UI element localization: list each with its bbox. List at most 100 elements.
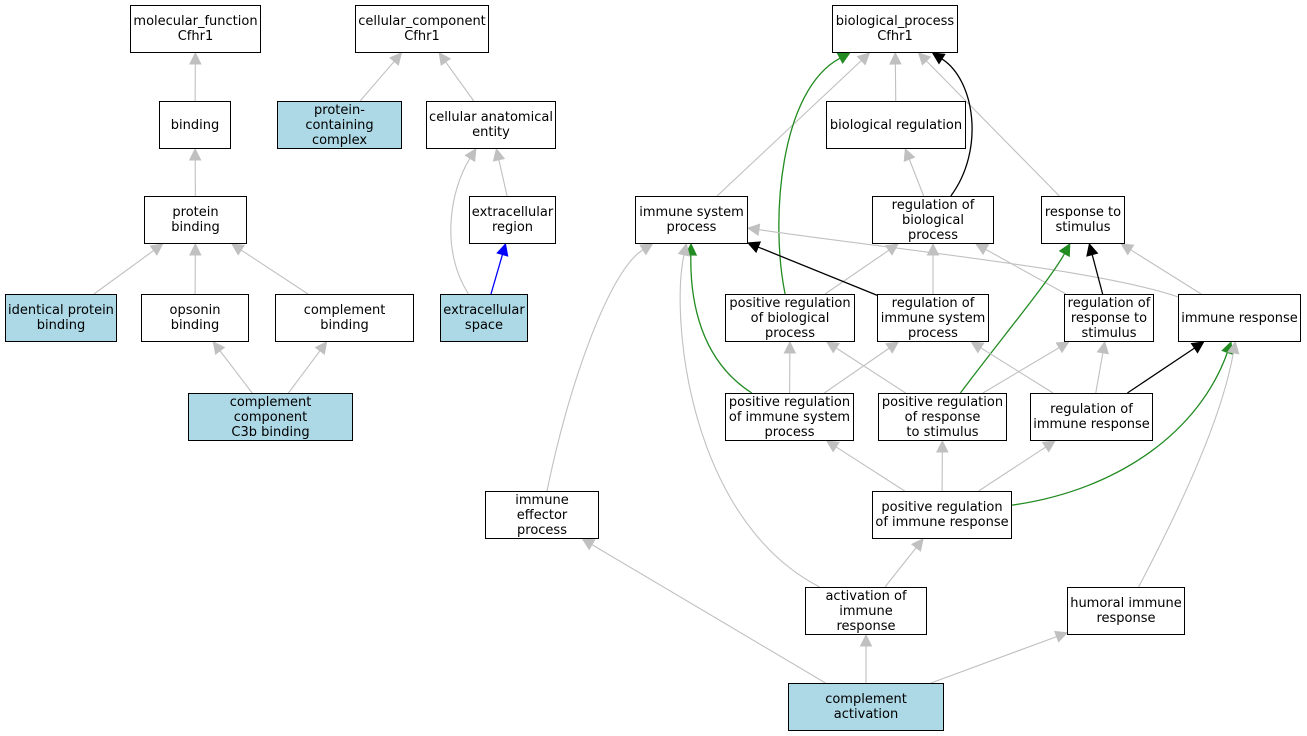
edge-isp-to-bp [716,60,862,197]
arrowhead-prrs-to-rts [1058,243,1071,258]
arrowhead-pcc-to-cc [389,52,403,66]
edge-cb-to-pb [240,249,309,295]
arrowhead-prir-to-rir [1041,440,1056,453]
edge-prbp-to-bp [778,57,841,295]
arrowhead-c3b-to-ob [212,341,226,355]
edge-ca-to-hir [930,636,1057,684]
node-binding[interactable]: binding [159,101,231,149]
node-cc[interactable]: cellular_component Cfhr1 [355,5,489,53]
node-pcc[interactable]: protein-containing complex [277,101,402,149]
arrowhead-rir-to-risp [970,341,985,354]
edge-prir-to-prisp [835,446,905,492]
node-cae[interactable]: cellular anatomical entity [426,101,556,149]
arrowhead-cae-to-cc [438,52,452,67]
arrowhead-prbp-to-bp [836,52,851,64]
arrowhead-ir-to-rts [1120,243,1135,256]
node-ipb[interactable]: identical protein binding [5,294,117,342]
edge-ir-to-rts [1130,249,1202,295]
arrowhead-rts-to-bp [917,52,932,66]
arrowhead-ob-to-pb [189,242,202,256]
node-prisp[interactable]: positive regulation of immune system pro… [725,393,854,441]
node-bp[interactable]: biological_process Cfhr1 [832,5,958,53]
edge-hir-to-ir [1138,352,1234,588]
arrowhead-cb-to-pb [231,243,246,256]
edge-ecr-to-cae [498,159,508,197]
edge-risp-to-isp [757,246,878,296]
edge-air-to-prir [884,547,917,588]
node-hir[interactable]: humoral immune response [1067,587,1185,635]
edge-prrs-to-rts [959,253,1066,394]
arrowhead-prir-to-prisp [825,440,840,453]
node-ecr[interactable]: extracellular region [469,196,556,244]
arrowhead-ecr-to-cae [492,147,506,162]
edge-c3b-to-ob [219,350,253,394]
arrowhead-isp-to-bp [856,52,871,66]
edge-pcc-to-cc [359,60,395,102]
node-rir[interactable]: regulation of immune response [1030,393,1153,441]
arrowhead-ecs-to-ecr [496,242,509,257]
edge-rrs-to-rbp [985,248,1067,295]
arrowhead-ir-to-isp [746,223,761,237]
arrowhead-prisp-to-prbp [783,340,797,354]
arrowhead-prrs-to-rrs [1055,341,1070,354]
edge-prir-to-rir [978,446,1046,492]
edge-rbp-to-breg [908,159,925,197]
arrowhead-air-to-prir [910,538,924,552]
arrowhead-rir-to-ir [1190,341,1205,354]
edge-ipb-to-pb [93,250,154,295]
arrowhead-air-to-isp [677,242,691,257]
arrowhead-c3b-to-cb [314,341,328,355]
edge-rbp-to-bp [941,58,973,197]
edge-prisp-to-isp [690,254,753,394]
node-ecs[interactable]: extracellular space [440,294,528,342]
arrowhead-ca-to-iep [581,538,596,551]
node-rts[interactable]: response to stimulus [1041,196,1125,244]
arrowhead-pb-to-binding [188,147,202,161]
arrowhead-prrs-to-prbp [826,341,841,354]
arrowhead-iep-to-isp [639,243,654,256]
arrowhead-prir-to-prrs [936,439,949,453]
edge-rir-to-ir [1127,347,1195,394]
node-breg[interactable]: biological regulation [826,101,966,149]
node-prir[interactable]: positive regulation of immune response [872,491,1012,539]
node-ir[interactable]: immune response [1178,294,1301,342]
edge-rir-to-risp [980,347,1054,394]
node-ca[interactable]: complement activation [788,683,944,731]
edge-prbp-to-rbp [824,249,890,295]
edge-prisp-to-risp [823,347,890,394]
node-prbp[interactable]: positive regulation of biological proces… [725,294,855,342]
arrowhead-breg-to-bp [889,51,902,65]
edge-rir-to-rrs [1095,352,1104,394]
node-risp[interactable]: regulation of immune system process [877,294,989,342]
node-cb[interactable]: complement binding [275,294,414,342]
node-ob[interactable]: opsonin binding [141,294,249,342]
edge-prrs-to-prbp [835,347,906,394]
node-rbp[interactable]: regulation of biological process [872,196,994,244]
arrowhead-rbp-to-bp [931,52,946,65]
edge-air-to-isp [679,254,820,588]
node-prrs[interactable]: positive regulation of response to stimu… [878,393,1007,441]
edge-ir-to-isp [758,229,1179,298]
node-isp[interactable]: immune system process [635,196,748,244]
arrowhead-rbp-to-breg [903,147,916,163]
edge-prrs-to-rrs [982,347,1060,394]
arrowhead-ca-to-hir [1054,630,1069,643]
arrowhead-risp-to-isp [746,241,762,254]
edge-rrs-to-rts [1091,254,1104,295]
node-air[interactable]: activation of immune response [805,587,927,635]
node-c3b[interactable]: complement component C3b binding [188,393,353,441]
arrowhead-ipb-to-pb [149,243,164,256]
arrowhead-prisp-to-risp [885,341,900,354]
arrowhead-binding-to-mf [189,51,202,65]
node-pb[interactable]: protein binding [144,196,247,244]
node-iep[interactable]: immune effector process [485,491,599,539]
edge-c3b-to-cb [287,350,321,394]
node-mf[interactable]: molecular_function Cfhr1 [130,5,261,53]
edge-cae-to-cc [445,61,475,102]
node-rrs[interactable]: regulation of response to stimulus [1064,294,1154,342]
edge-ca-to-iep [591,544,826,684]
arrowhead-hir-to-ir [1227,340,1240,355]
edge-prir-to-ir [1011,352,1228,506]
